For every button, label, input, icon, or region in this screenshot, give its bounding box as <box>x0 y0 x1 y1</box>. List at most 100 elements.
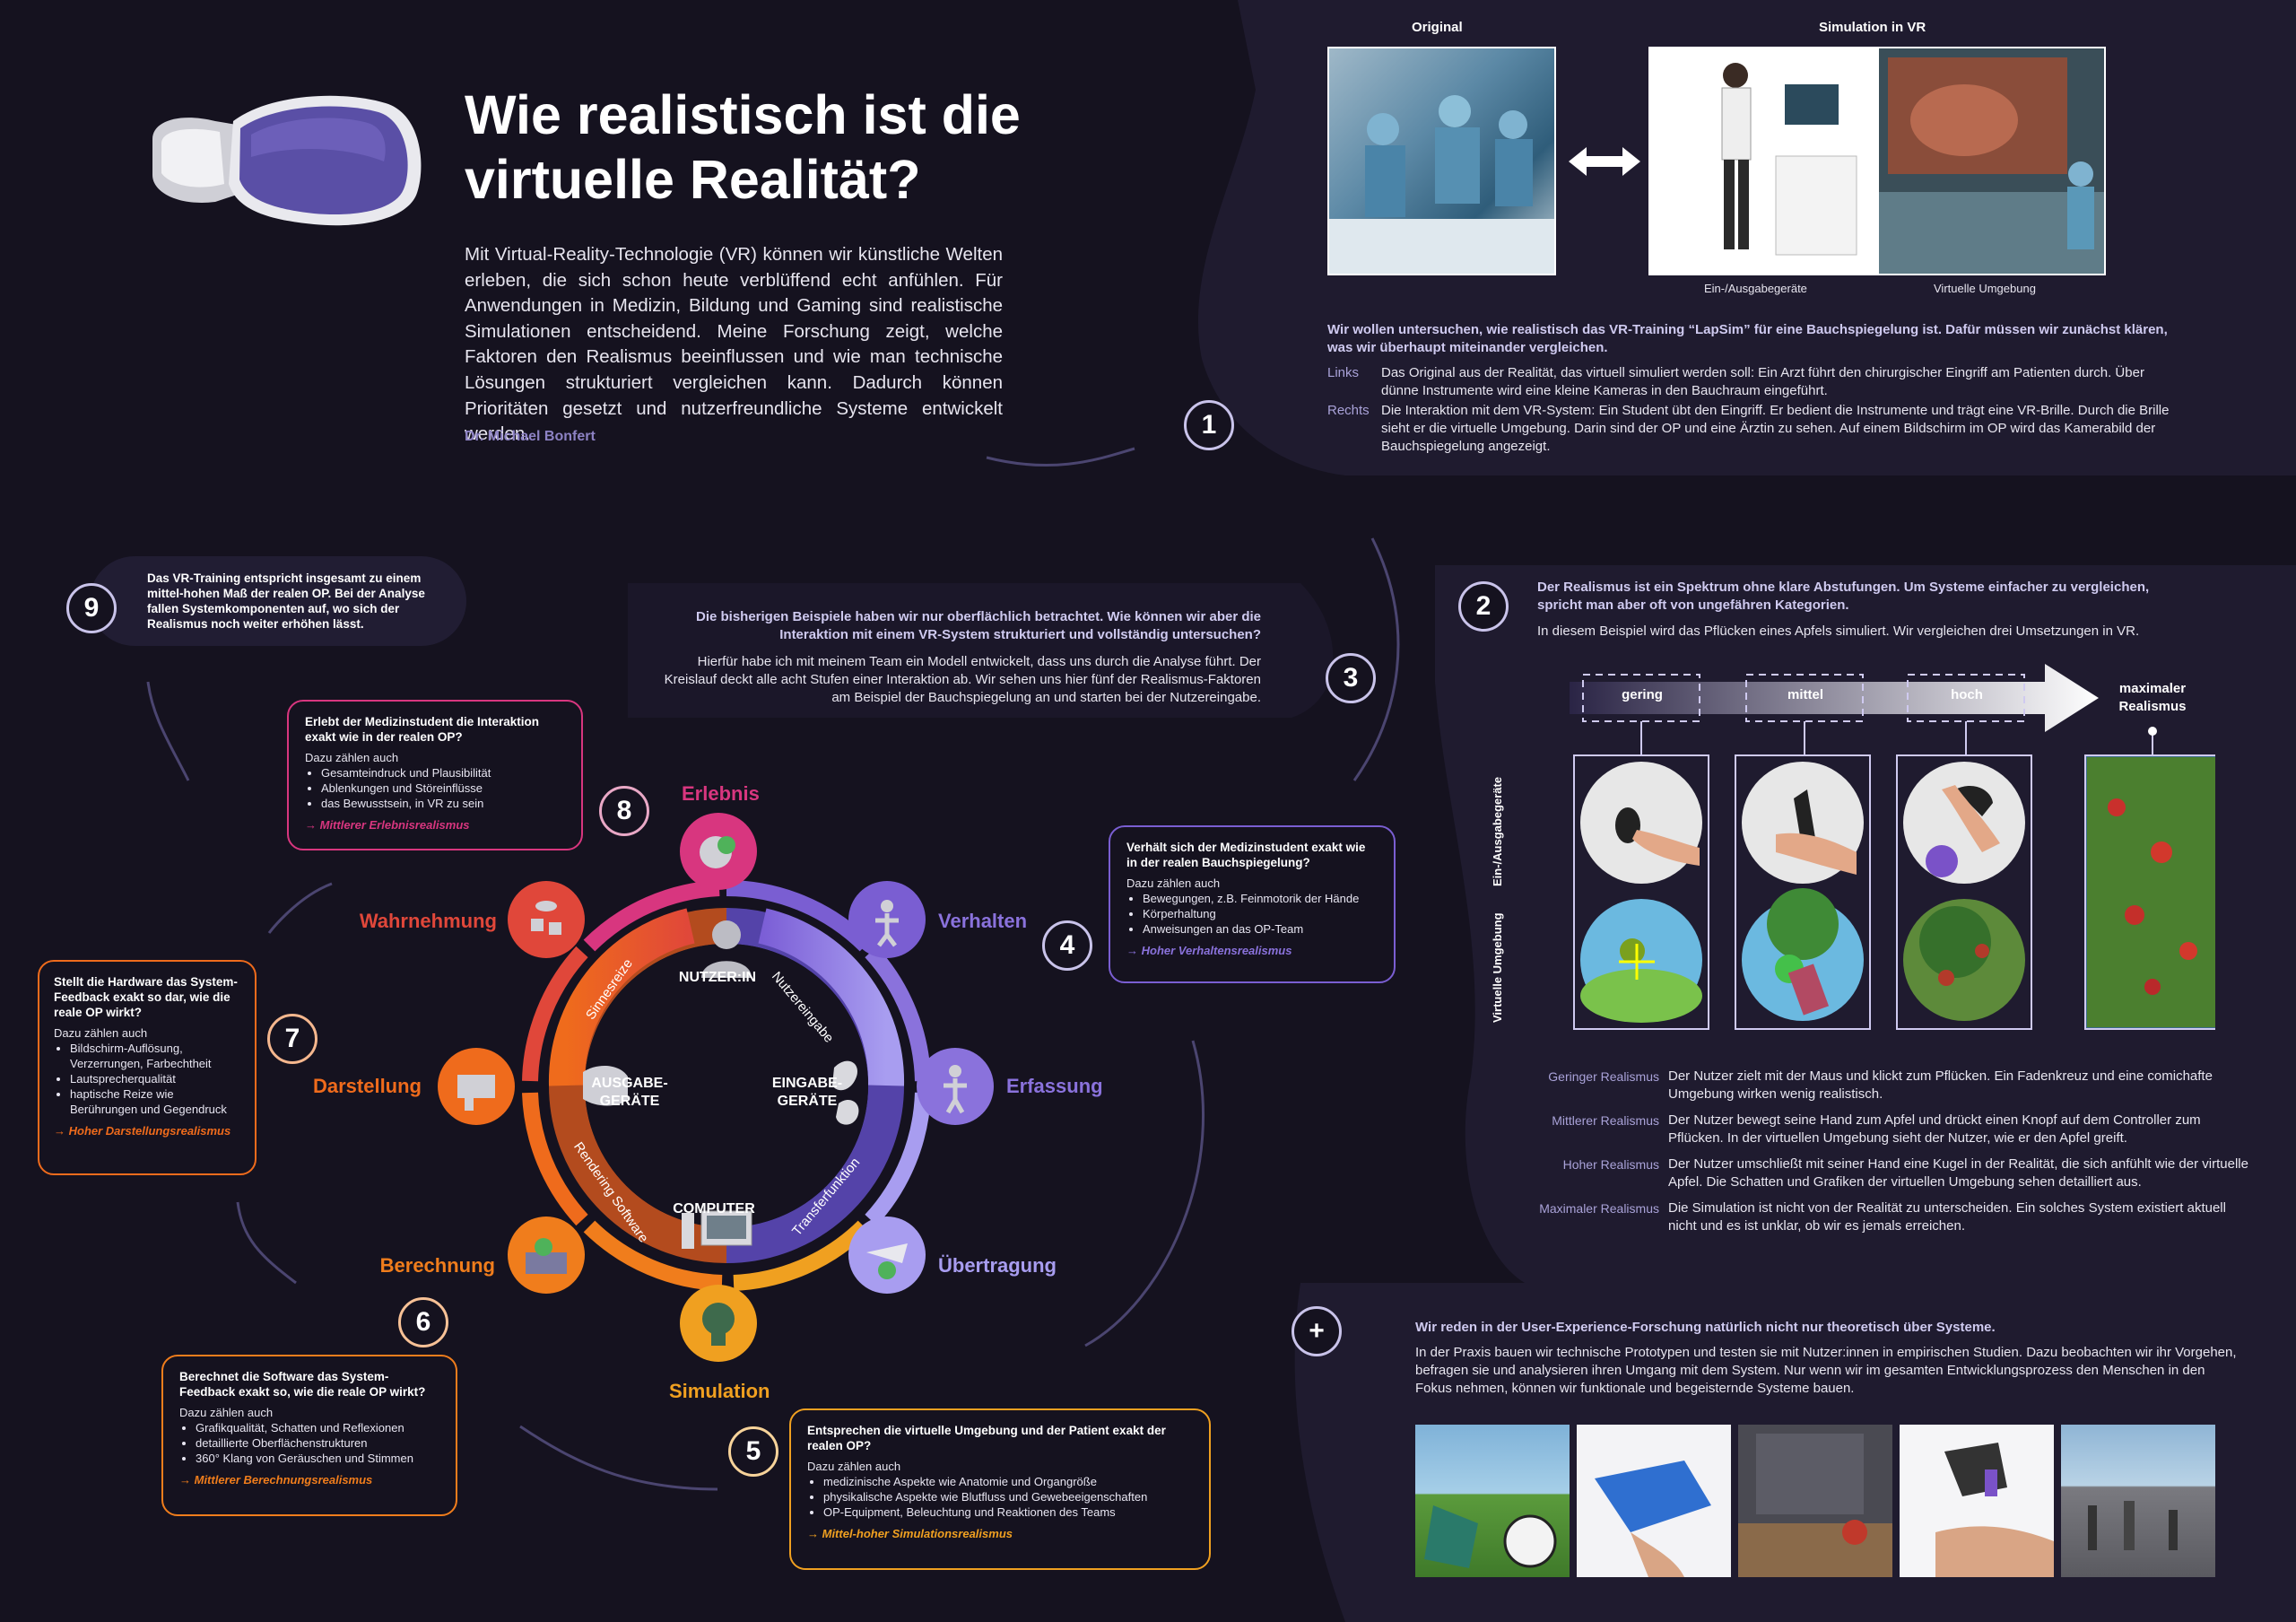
section3-question: Die bisherigen Beispiele haben wir nur o… <box>695 609 1261 642</box>
bubble-6: Berechnet die Software das System-Feedba… <box>161 1355 457 1516</box>
step-1-circle: 1 <box>1184 400 1234 450</box>
bubble-7-item: Bildschirm-Auflösung, Verzerrungen, Farb… <box>70 1041 240 1071</box>
bubble-6-item: Grafikqualität, Schatten und Reflexionen <box>196 1420 439 1435</box>
bubble-4-title: Verhält sich der Medizinstudent exakt wi… <box>1126 841 1366 869</box>
icon-berechnung <box>508 1216 585 1294</box>
bubble-4-foot: → Hoher Verhaltensrealismus <box>1126 944 1292 957</box>
cat-verhalten: Verhalten <box>938 910 1028 932</box>
row-text-gering: Der Nutzer zielt mit der Maus und klickt… <box>1668 1068 2213 1102</box>
row-text-hoch: Der Nutzer umschließt mit seiner Hand ei… <box>1668 1156 2248 1190</box>
bubble-6-item: detaillierte Oberflächenstrukturen <box>196 1435 439 1451</box>
bubble-7-foot: → Hoher Darstellungsrealismus <box>54 1124 231 1138</box>
row-label-env: Virtuelle Umgebung <box>1491 912 1504 1023</box>
icon-simulation <box>680 1285 757 1362</box>
bubble-4-item: Bewegungen, z.B. Feinmotorik der Hände <box>1143 891 1378 906</box>
step-2-circle: 2 <box>1458 581 1509 632</box>
level-gering: gering <box>1622 687 1663 702</box>
bubble-6-title: Berechnet die Software das System-Feedba… <box>179 1370 426 1399</box>
section3-text: Hierfür habe ich mit meinem Team ein Mod… <box>664 654 1261 705</box>
interaction-cycle <box>522 880 931 1291</box>
icon-darstellung <box>438 1048 515 1125</box>
cat-berechnung: Berechnung <box>379 1254 495 1277</box>
icon-verhalten <box>848 881 926 958</box>
bubble-8-item: Ablenkungen und Störeinflüsse <box>321 780 565 796</box>
cycle-input-label: EINGABE- GERÄTE <box>771 1076 843 1109</box>
bubble-5-sub: Dazu zählen auch <box>807 1460 901 1473</box>
photo-prototype-4 <box>1900 1425 2054 1577</box>
rechts-label: Rechts <box>1327 403 1370 418</box>
photo-simulation-vr <box>1648 47 2106 275</box>
label-original: Original <box>1412 20 1463 35</box>
section2-intro2: In diesem Beispiel wird das Pflücken ein… <box>1537 624 2140 639</box>
step-5-circle: 5 <box>728 1426 778 1477</box>
cycle-computer-label: COMPUTER <box>673 1201 755 1216</box>
row-text-mittel: Der Nutzer bewegt seine Hand zum Apfel u… <box>1668 1112 2201 1146</box>
bubble-8-title: Erlebt der Medizinstudent die Interaktio… <box>305 715 540 744</box>
label-simulation: Simulation in VR <box>1819 20 1926 35</box>
row-label-hoch: Hoher Realismus <box>1562 1157 1659 1172</box>
cat-erlebnis: Erlebnis <box>682 782 760 805</box>
photo-prototype-2 <box>1577 1425 1731 1577</box>
step-7-circle: 7 <box>267 1014 317 1064</box>
bubble-8-item: das Bewusstsein, in VR zu sein <box>321 796 565 811</box>
icon-erlebnis <box>680 813 757 890</box>
bubble-4-sub: Dazu zählen auch <box>1126 876 1221 890</box>
plus-title: Wir reden in der User-Experience-Forschu… <box>1415 1320 1996 1335</box>
caption-env: Virtuelle Umgebung <box>1934 282 2036 295</box>
section2-intro: Der Realismus ist ein Spektrum ohne klar… <box>1537 580 2150 613</box>
bubble-8-foot: → Mittlerer Erlebnisrealismus <box>305 818 470 832</box>
photo-prototype-5 <box>2061 1425 2215 1577</box>
vr-headset-icon <box>152 95 422 226</box>
step-9-circle: 9 <box>66 583 117 633</box>
links-text: Das Original aus der Realität, das virtu… <box>1381 365 2144 398</box>
bubble-8-sub: Dazu zählen auch <box>305 751 399 764</box>
links-label: Links <box>1327 365 1360 380</box>
bubble-5: Entsprechen die virtuelle Umgebung und d… <box>789 1408 1211 1570</box>
bubble-9-bg <box>90 556 466 646</box>
row-text-max: Die Simulation ist nicht von der Realitä… <box>1668 1200 2226 1234</box>
icon-wahrnehmung <box>508 881 585 958</box>
bubble-5-item: physikalische Aspekte wie Blutfluss und … <box>823 1489 1193 1504</box>
bubble-6-item: 360° Klang von Geräuschen und Stimmen <box>196 1451 439 1466</box>
bubble-8-item: Gesamteindruck und Plausibilität <box>321 765 565 780</box>
cycle-user-label: NUTZER:IN <box>678 970 757 985</box>
bubble-7-sub: Dazu zählen auch <box>54 1026 148 1040</box>
cat-wahrnehmung: Wahrnehmung <box>359 910 497 932</box>
step-3-circle: 3 <box>1326 653 1376 703</box>
row-label-max: Maximaler Realismus <box>1539 1201 1659 1216</box>
bubble-4: Verhält sich der Medizinstudent exakt wi… <box>1109 825 1396 983</box>
author: Dr. Michael Bonfert <box>465 429 596 444</box>
double-arrow-icon <box>1569 147 1640 176</box>
icon-erfassung <box>917 1048 994 1125</box>
intro-text: Mit Virtual-Reality-Technologie (VR) kön… <box>465 244 1003 445</box>
plus-text: In der Praxis bauen wir technische Proto… <box>1415 1345 2237 1396</box>
photo-prototype-1 <box>1415 1425 1570 1577</box>
plus-circle: + <box>1292 1306 1342 1356</box>
cat-erfassung: Erfassung <box>1006 1075 1103 1097</box>
cat-simulation: Simulation <box>669 1380 770 1402</box>
bubble-5-item: medizinische Aspekte wie Anatomie und Or… <box>823 1474 1193 1489</box>
bubble-7-item: haptische Reize wie Berührungen und Gege… <box>70 1086 240 1117</box>
cycle-output-label: AUSGABE- GERÄTE <box>591 1076 668 1109</box>
bubble-8: Erlebt der Medizinstudent die Interaktio… <box>287 700 583 850</box>
bubble-7: Stellt die Hardware das System-Feedback … <box>38 960 257 1175</box>
step-8-circle: 8 <box>599 786 649 836</box>
photo-original-surgery <box>1327 47 1556 275</box>
row-label-mittel: Mittlerer Realismus <box>1552 1113 1659 1128</box>
level-hoch: hoch <box>1951 687 1983 702</box>
icon-uebertragung <box>848 1216 926 1294</box>
step-4-circle: 4 <box>1042 920 1092 971</box>
cat-darstellung: Darstellung <box>312 1075 422 1097</box>
bubble-5-item: OP-Equipment, Beleuchtung und Reaktionen… <box>823 1504 1193 1520</box>
level-mittel: mittel <box>1787 687 1823 702</box>
bubble-5-foot: → Mittel-hoher Simulationsrealismus <box>807 1527 1013 1540</box>
bubble-6-sub: Dazu zählen auch <box>179 1406 274 1419</box>
realism-scale <box>1570 664 2215 1030</box>
row-label-gering: Geringer Realismus <box>1548 1069 1659 1084</box>
bubble-7-title: Stellt die Hardware das System-Feedback … <box>54 975 238 1019</box>
bubble-9-text: Das VR-Training entspricht insgesamt zu … <box>147 571 425 631</box>
bubble-4-item: Anweisungen an das OP-Team <box>1143 921 1378 937</box>
bubble-4-item: Körperhaltung <box>1143 906 1378 921</box>
bubble-6-foot: → Mittlerer Berechnungsrealismus <box>179 1473 373 1487</box>
photo-prototype-3 <box>1738 1425 1892 1577</box>
